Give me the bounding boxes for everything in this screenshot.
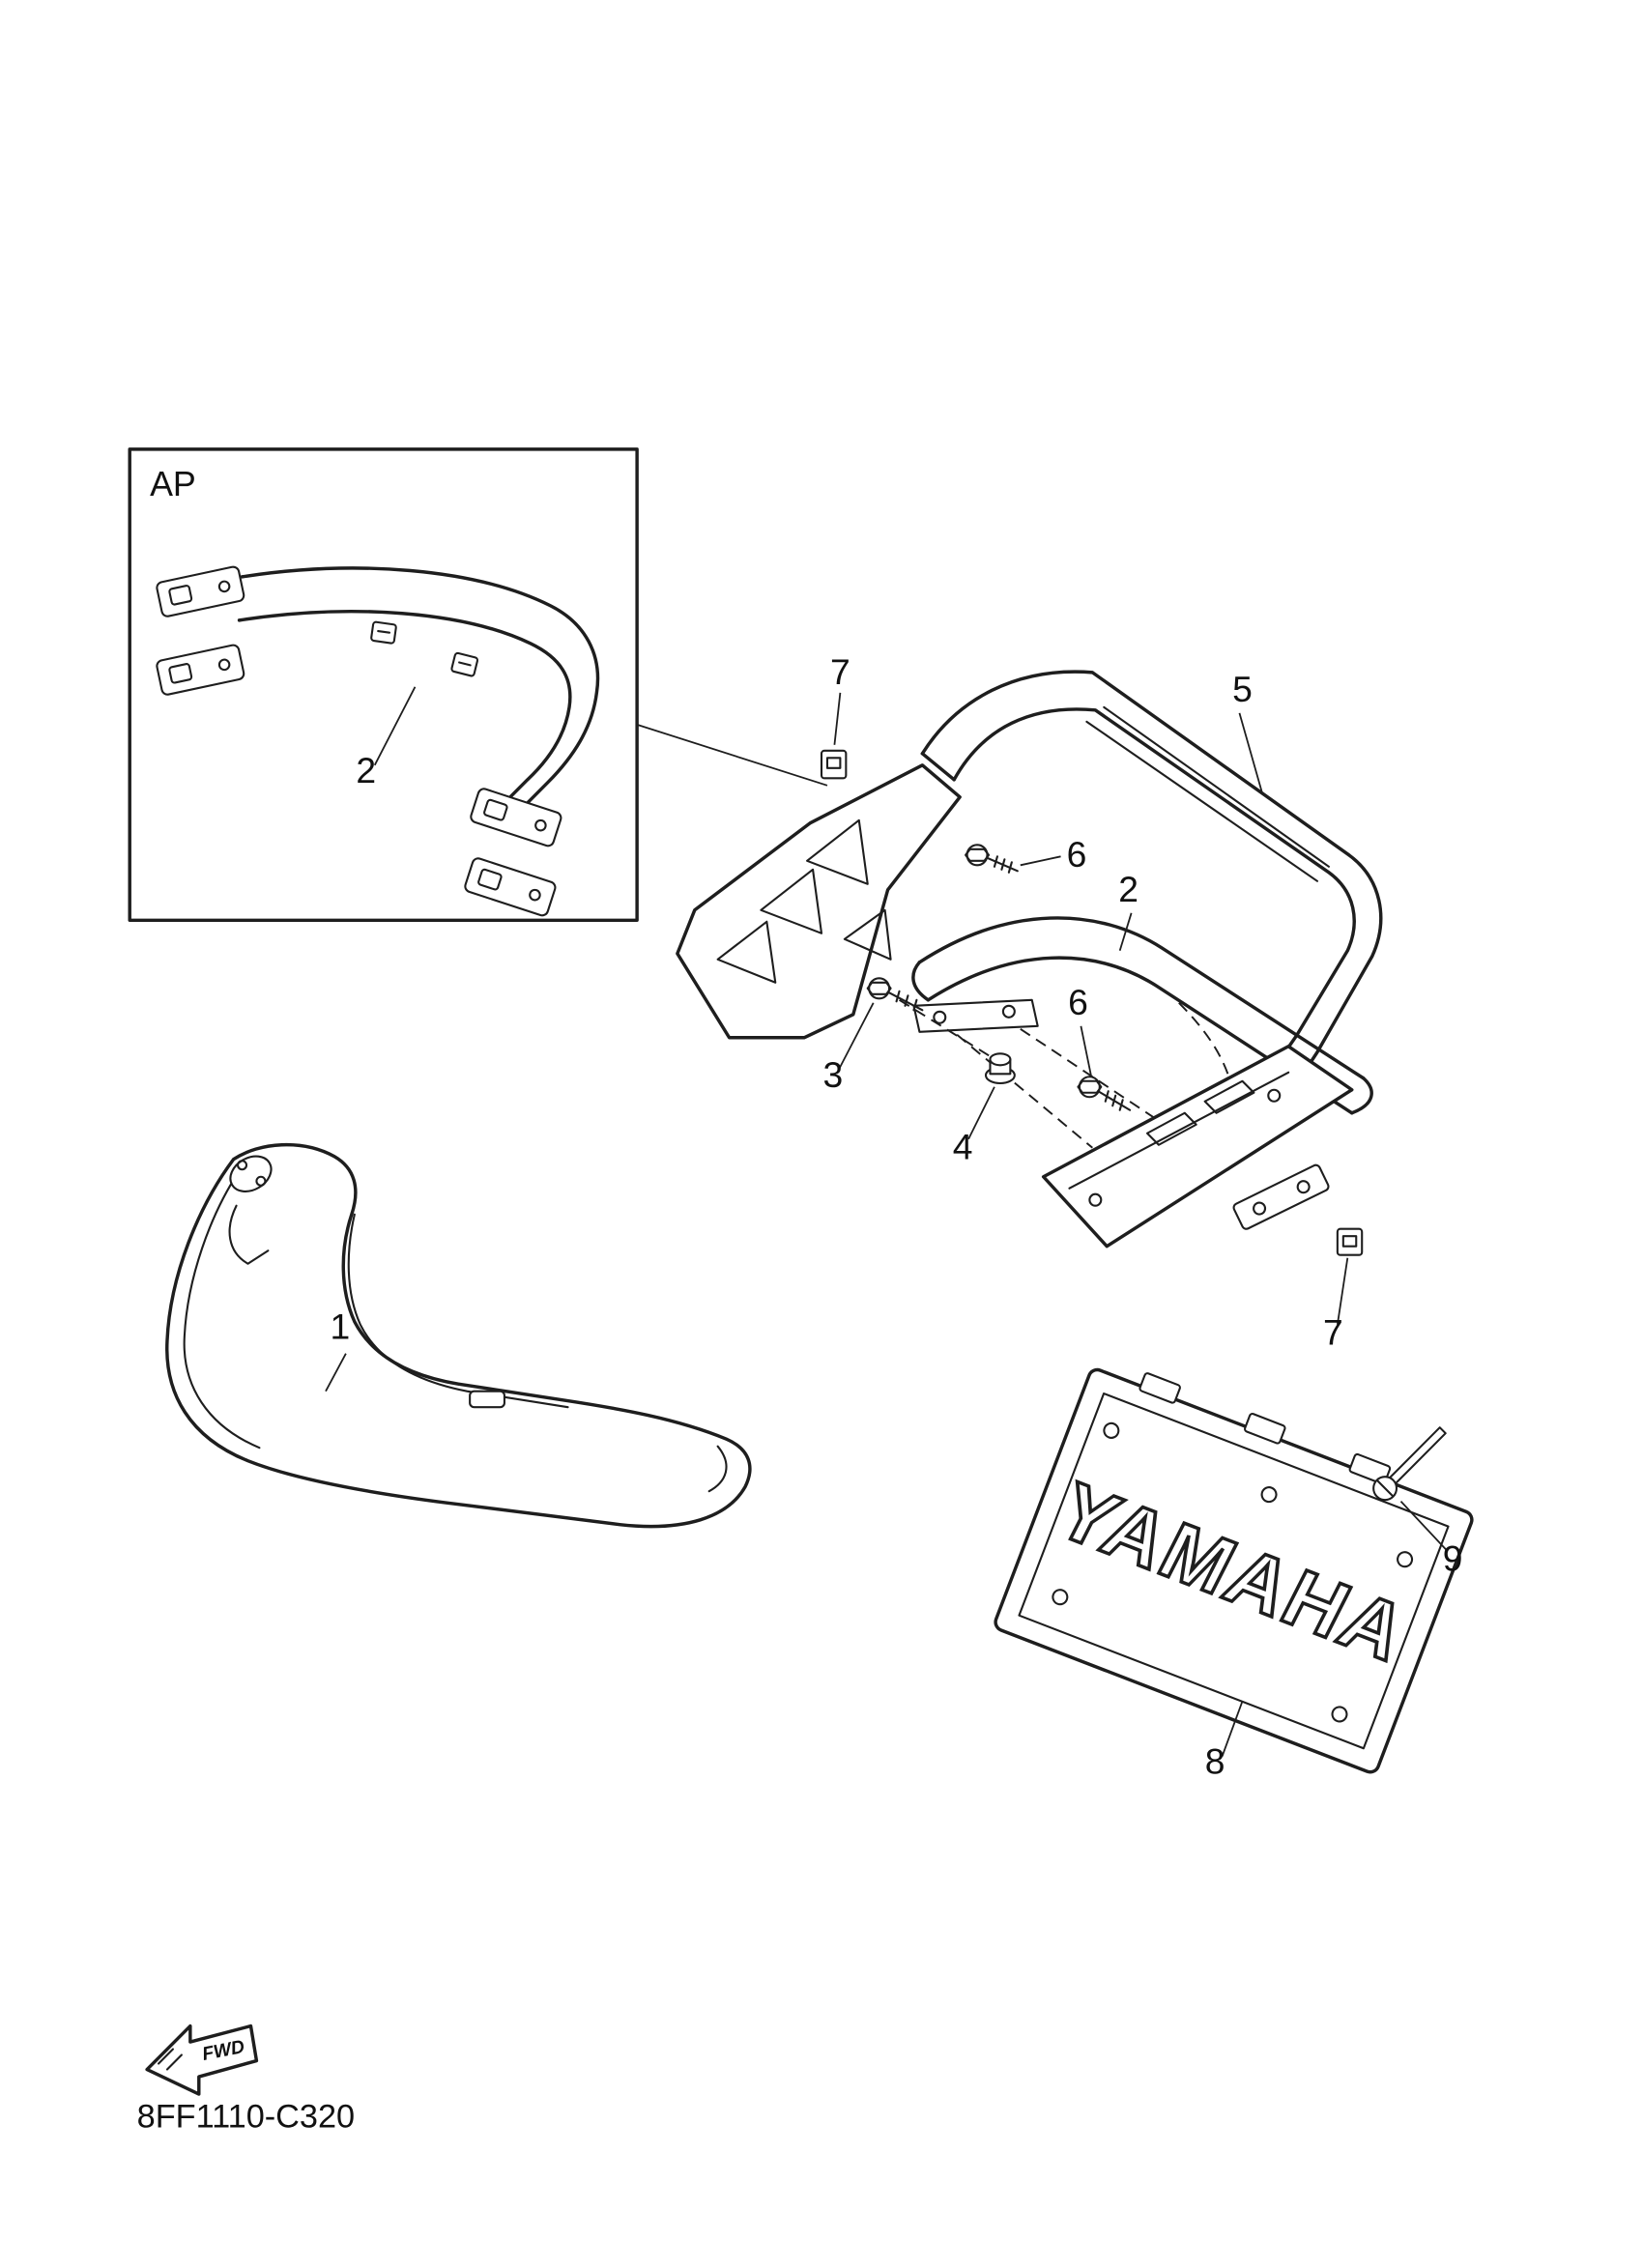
front-bumper: 1 [165,1142,752,1529]
bolt-6-lower [1077,1076,1132,1111]
inset-box: AP [128,447,639,923]
callout-5: 5 [1232,669,1253,709]
side-bracket [1232,1163,1330,1230]
nut-4 [984,1052,1016,1085]
callout-3: 3 [823,1054,844,1095]
callout-2-inset: 2 [356,750,376,790]
inset-pointer-line [636,723,828,787]
callout-2-main: 2 [1118,869,1139,909]
callout-6-upper: 6 [1067,834,1087,875]
clip-7-right [1336,1227,1364,1256]
clip-7-top [820,749,848,780]
foot-plate [1041,1045,1354,1249]
bolt-6-upper [965,844,1019,874]
callout-1: 1 [331,1306,351,1347]
part-code: 8FF1110-C320 [137,2098,355,2135]
bolt-3 [866,977,924,1012]
callout-4: 4 [953,1127,973,1167]
grab-bar [911,916,1373,1115]
callout-7-right: 7 [1323,1312,1343,1353]
leader-inset-2 [373,686,417,766]
rear-carrier: 7 5 6 2 3 4 6 7 [676,651,1383,1353]
rivet: 9 [1372,1426,1463,1579]
callout-6-lower: 6 [1068,982,1088,1022]
fwd-arrow: FWD [145,2024,259,2096]
inset-grab-bar [156,565,600,917]
callout-9: 9 [1443,1538,1463,1579]
callout-8: 8 [1205,1741,1225,1782]
license-plate: YAMAHA 8 [994,1367,1474,1782]
inset-label: AP [150,465,196,503]
gusset-plate [676,763,962,1040]
inset-frame [128,447,639,923]
callout-7-top: 7 [830,651,850,692]
mount-bracket [912,998,1039,1033]
